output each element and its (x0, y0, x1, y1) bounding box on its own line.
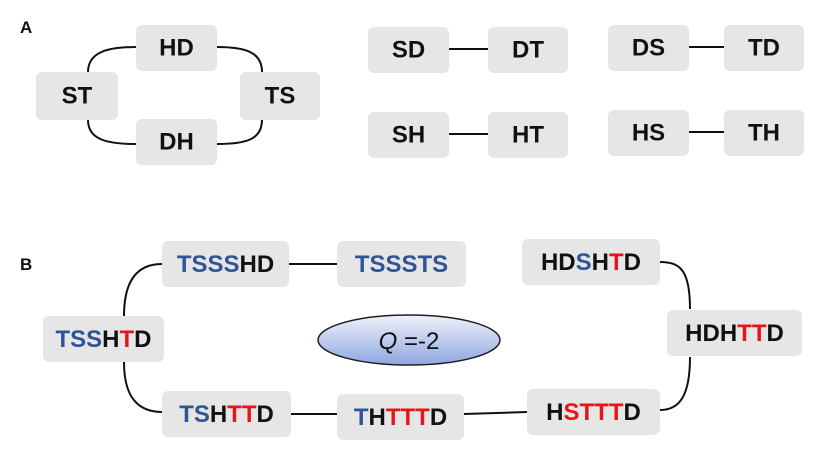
node-dt: DT (488, 27, 568, 73)
edge-hdshtd-hdhttd (659, 261, 691, 310)
node-st-label: ST (62, 83, 93, 110)
node-ht: HT (488, 112, 568, 158)
sequence-segment: H (102, 326, 119, 353)
sequence-segment: HDH (685, 320, 737, 347)
edge-st-dh (87, 119, 137, 145)
sequence-segment: TT (227, 401, 257, 428)
sequence-segment: D (134, 326, 151, 353)
node-hs: HS (608, 110, 689, 156)
node-tssshd-label: TSSSHD (177, 251, 274, 278)
node-sh-label: SH (392, 122, 425, 149)
sequence-segment: T (120, 326, 135, 353)
panel-b-label: B (20, 255, 32, 274)
node-td: TD (724, 25, 804, 71)
panel-a-edges (87, 46, 724, 145)
node-tshttd: TSHTTD (162, 391, 291, 437)
node-tsssts-label: TSSSTS (355, 251, 448, 278)
sequence-segment: S (576, 249, 592, 276)
node-ts: TS (240, 72, 320, 120)
sequence-segment: TTT (386, 404, 430, 431)
sequence-segment: H (592, 249, 609, 276)
node-tsssts: TSSSTS (337, 241, 466, 287)
charge-ellipse (317, 314, 501, 366)
edge-thtttd-hstttd (463, 411, 528, 415)
node-sd: SD (368, 27, 449, 73)
node-ds: DS (608, 25, 689, 71)
sequence-segment: D (430, 404, 447, 431)
sequence-segment: H (369, 404, 386, 431)
sequence-segment: D (624, 249, 641, 276)
sequence-segment: HD (240, 251, 275, 278)
node-th: TH (724, 110, 804, 156)
node-th-label: TH (748, 120, 780, 147)
node-dh-label: DH (159, 129, 194, 156)
edge-st-hd (87, 46, 137, 73)
node-hdshtd: HDSHTD (522, 239, 660, 285)
edge-hdhttd-hstttd (659, 356, 691, 411)
sequence-segment: TSSS (177, 251, 240, 278)
charge-symbol: Q (379, 328, 398, 355)
node-tshttd-label: TSHTTD (179, 401, 274, 428)
node-ds-label: DS (632, 35, 665, 62)
panel-a-label: A (20, 18, 32, 37)
node-tsshtd-label: TSSHTD (55, 326, 151, 353)
sequence-segment: STTT (564, 399, 624, 426)
sequence-segment: H (210, 401, 227, 428)
panel-b-edges (123, 261, 691, 415)
node-hstttd: HSTTTD (527, 389, 660, 435)
node-dt-label: DT (512, 37, 544, 64)
sequence-segment: TSS (55, 326, 102, 353)
node-hd-label: HD (159, 35, 194, 62)
sequence-segment: HD (541, 249, 576, 276)
charge-badge: Q =-2 (317, 314, 501, 366)
sequence-segment: T (609, 249, 624, 276)
node-ts-label: TS (265, 83, 296, 110)
sequence-segment: TS (179, 401, 210, 428)
node-ht-label: HT (512, 122, 544, 149)
node-hdshtd-label: HDSHTD (541, 249, 641, 276)
node-dh: DH (136, 119, 217, 165)
sequence-segment: D (257, 401, 274, 428)
node-hd: HD (136, 25, 217, 71)
edge-tsshtd-tshttd (123, 361, 163, 413)
node-tssshd: TSSSHD (162, 241, 289, 287)
sequence-segment: TT (737, 320, 767, 347)
node-sd-label: SD (392, 37, 425, 64)
node-thtttd-label: THTTTD (354, 404, 447, 431)
node-td-label: TD (748, 35, 780, 62)
node-st: ST (36, 72, 118, 120)
node-hs-label: HS (632, 120, 665, 147)
node-hstttd-label: HSTTTD (546, 399, 641, 426)
edge-hd-ts (216, 46, 263, 73)
node-hdhttd: HDHTTD (667, 310, 802, 356)
sequence-segment: T (354, 404, 369, 431)
edge-tsshtd-tssshd (123, 263, 163, 317)
node-tsshtd: TSSHTD (43, 316, 164, 362)
sequence-segment: H (546, 399, 563, 426)
node-sh: SH (368, 112, 449, 158)
sequence-segment: D (766, 320, 783, 347)
node-hdhttd-label: HDHTTD (685, 320, 784, 347)
edge-dh-ts (216, 119, 263, 145)
node-thtttd: THTTTD (337, 394, 464, 440)
sequence-segment: D (624, 399, 641, 426)
charge-label: Q =-2 (379, 328, 440, 355)
sequence-segment: TSSSTS (355, 251, 448, 278)
charge-value: =-2 (397, 328, 439, 355)
